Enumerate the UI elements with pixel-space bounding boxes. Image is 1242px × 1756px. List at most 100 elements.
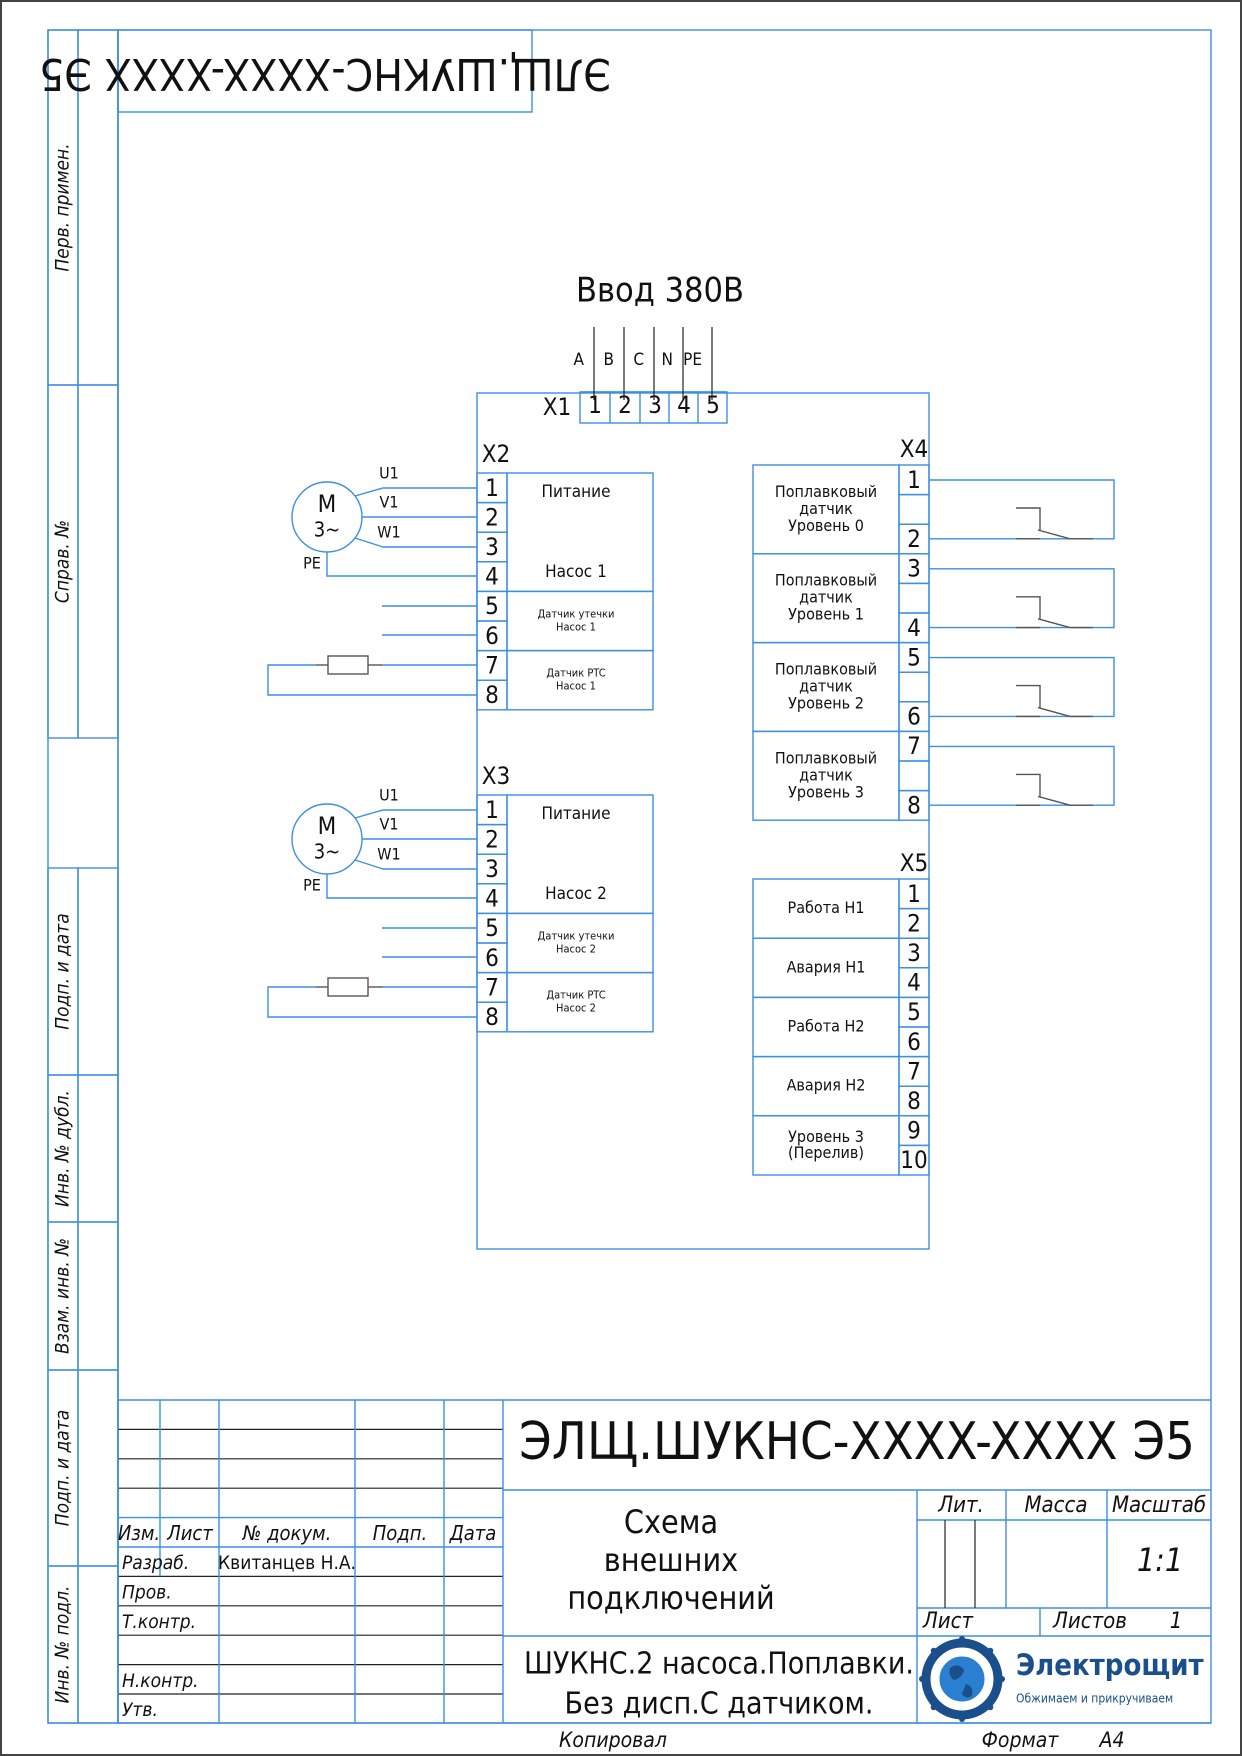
output-terminal-number: 5 [907, 998, 921, 1026]
x5-label: X5 [900, 849, 929, 877]
float-switch-icon [1016, 684, 1093, 718]
side-stamp-label: Инв. № дубл. [52, 1090, 74, 1207]
float-sensor-label: датчик [799, 677, 853, 696]
logo-bolt-icon [999, 1676, 1005, 1682]
lead-wire [354, 809, 477, 819]
pump-group-box [506, 649, 654, 711]
logo-continents-icon [949, 1665, 973, 1698]
float-loop-wire [929, 568, 1115, 629]
x1-terminal: 4 [677, 391, 691, 419]
output-label: Авария Н1 [787, 957, 866, 976]
output-label: (Перелив) [788, 1143, 864, 1162]
phase-label: B [604, 350, 615, 370]
float-terminal-number: 4 [907, 614, 921, 642]
output-terminal-number: 3 [907, 939, 921, 967]
pump-group-label: Питание [541, 482, 610, 502]
document-title-line: Схема [624, 1503, 718, 1541]
float-sensor-label: Поплавковый [775, 748, 877, 767]
pump-group-box [506, 971, 654, 1033]
pump-terminal-number: 4 [485, 563, 499, 591]
x1-terminal: 1 [588, 391, 602, 419]
document-title-line: подключений [567, 1579, 774, 1617]
pe-wire [326, 552, 477, 577]
product-description-line: ШУКНС.2 насоса.Поплавки. [524, 1647, 914, 1682]
logo-name: Электрощит [1016, 1648, 1205, 1682]
lead-label: V1 [380, 493, 399, 512]
pump-group-label: Датчик PTC [546, 989, 605, 1002]
pump-group-label: Датчик PTC [546, 667, 605, 680]
float-terminal-number: 6 [907, 703, 921, 731]
title-block-header: Изм. [118, 1521, 160, 1545]
float-terminal-cell [898, 582, 930, 614]
pump-block-label: X2 [482, 440, 511, 468]
title-block-header: Дата [449, 1521, 497, 1545]
scale-value: 1:1 [1137, 1541, 1183, 1579]
pump-group-label: Насос 1 [556, 621, 596, 634]
title-block-role: Пров. [122, 1582, 172, 1604]
motor-phase: 3~ [314, 840, 341, 864]
pump-group-label: Насос 2 [545, 884, 607, 904]
title-block-role: Разраб. [122, 1552, 189, 1574]
float-sensor-label: Уровень 2 [788, 694, 864, 713]
logo-bolt-icon [930, 1704, 937, 1711]
pump-terminal-number: 3 [485, 533, 499, 561]
float-sensor-label: датчик [799, 499, 853, 518]
float-loop-wire [929, 656, 1115, 718]
float-sensor-label: Уровень 1 [788, 605, 864, 624]
float-switch-icon [1016, 596, 1093, 629]
pump-terminal-number: 8 [485, 681, 499, 709]
float-switch-icon [1016, 507, 1093, 540]
switch-line [1037, 706, 1071, 718]
switch-line [1037, 618, 1071, 629]
scale-label: Масштаб [1112, 1493, 1206, 1518]
float-terminal-number: 3 [907, 555, 921, 583]
input-title: Ввод 380В [576, 271, 744, 311]
pump-terminal-number: 5 [485, 914, 499, 942]
switch-line [1016, 773, 1041, 797]
side-stamp-cell [77, 1369, 119, 1567]
title-block-header: Лист [166, 1521, 213, 1545]
output-label: Уровень 3 [788, 1127, 864, 1146]
logo-bolt-icon [987, 1647, 994, 1654]
side-stamp-label: Подп. и дата [52, 1410, 74, 1526]
x1-terminal: 2 [618, 391, 632, 419]
pump-group-label: Датчик утечки [538, 930, 615, 943]
format-label: Формат [982, 1728, 1060, 1752]
lead-label: U1 [379, 786, 399, 805]
side-stamp-label: Инв. № подл. [52, 1586, 74, 1704]
logo-globe-icon [936, 1653, 988, 1705]
document-code: ЭЛЩ.ШУКНС-XXXX-XXXX Э5 [519, 1412, 1195, 1472]
pump-terminal-number: 2 [485, 825, 499, 853]
x1-label: X1 [543, 393, 572, 421]
output-terminal-number: 9 [907, 1117, 921, 1145]
pump-terminal-number: 4 [485, 885, 499, 913]
output-terminal-number: 4 [907, 969, 921, 997]
phase-label: PE [683, 350, 702, 370]
pe-wire [326, 874, 477, 899]
rotated-code-box: ЭЛЩ.ШУКНС-XXXX-XXXX Э5 [39, 29, 611, 113]
pump-terminal-number: 1 [485, 796, 499, 824]
pump-terminal-number: 1 [485, 474, 499, 502]
pump-terminal-number: 5 [485, 592, 499, 620]
x1-terminal: 3 [648, 391, 662, 419]
title-block-role: Н.контр. [122, 1670, 198, 1692]
output-terminal-number: 6 [907, 1028, 921, 1056]
float-sensor-label: Уровень 0 [788, 516, 864, 535]
float-terminal-cell [898, 493, 930, 525]
float-sensor-label: Поплавковый [775, 660, 877, 679]
logo-bolt-icon [930, 1647, 937, 1654]
side-stamp-cell [77, 1565, 119, 1724]
pump-group-label: Датчик утечки [538, 608, 615, 621]
sheets-label: Листов [1052, 1609, 1127, 1634]
side-stamp-cell [77, 867, 119, 1076]
lead-wire [354, 487, 477, 497]
switch-line [1037, 795, 1071, 806]
pump-group-label: Насос 2 [556, 943, 596, 956]
lead-wire [354, 537, 477, 548]
logo-bolt-icon [987, 1704, 994, 1711]
pump-group-label: Насос 2 [556, 1002, 596, 1015]
